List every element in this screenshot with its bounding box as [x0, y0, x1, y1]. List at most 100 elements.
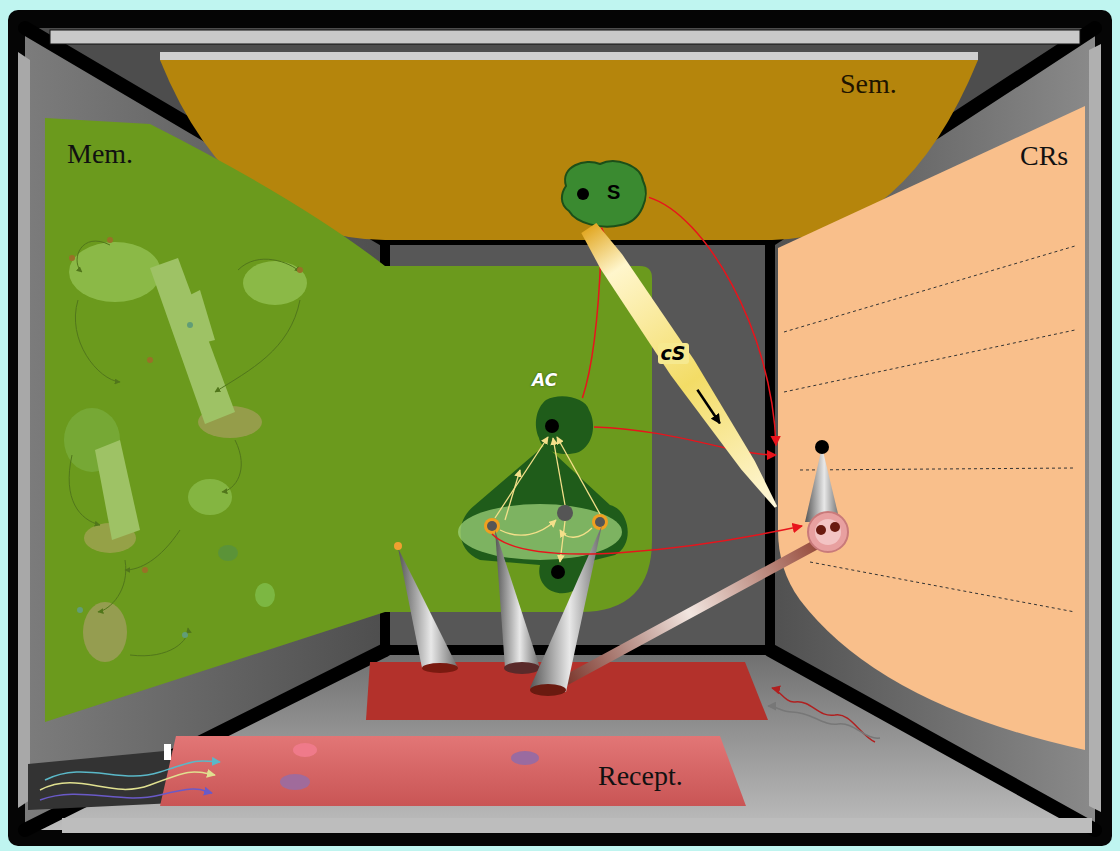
illustration-part [560, 521, 565, 562]
illustration-part [25, 650, 385, 830]
illustration-part [40, 772, 215, 790]
signal-beam [581, 223, 777, 508]
illustration-part [40, 789, 212, 800]
illustration-part [530, 525, 602, 692]
illustration-part [69, 255, 75, 261]
illustration-part [808, 512, 848, 552]
arrow-line [594, 427, 776, 455]
bottom-bar [62, 818, 1092, 833]
illustration-part [77, 607, 83, 613]
illustration-part [69, 237, 303, 638]
illustration-part [255, 583, 275, 607]
illustration-part [815, 440, 829, 454]
illustration-part [553, 438, 565, 505]
illustration-part [142, 567, 148, 573]
illustration-part [215, 300, 300, 392]
illustration-part [772, 688, 875, 742]
response-cone [805, 440, 848, 552]
illustration-part [83, 602, 127, 662]
illustration-part [160, 736, 746, 806]
illustration-part [164, 744, 171, 760]
illustration-part [770, 28, 1095, 240]
room-frame [8, 10, 1112, 846]
top-bar [50, 30, 1080, 44]
illustration-part [77, 241, 110, 272]
illustration-part [577, 188, 589, 200]
edge-label-box: cS [658, 343, 689, 365]
illustration-part [394, 542, 402, 550]
node-shape [43, 116, 657, 724]
illustration-part [75, 300, 120, 382]
illustration-part [45, 761, 220, 780]
illustration-part [98, 560, 126, 612]
illustration-part [595, 517, 605, 527]
receptor-cones [394, 525, 830, 696]
semantic-panel: Sem. S [160, 52, 978, 244]
illustration-part [770, 650, 1095, 830]
illustration-part [592, 514, 608, 530]
node-label: AC [532, 371, 557, 391]
left-strip [18, 52, 30, 808]
memory-panel: Mem. AC [43, 116, 657, 724]
illustration-part [45, 118, 652, 722]
illustration-part [293, 743, 317, 757]
illustration-part [130, 628, 188, 656]
illustration-part [768, 706, 880, 738]
illustration-part [500, 520, 556, 535]
node-shape [776, 104, 1088, 754]
red-arrow [594, 427, 776, 455]
receptor-panel: Recept. [158, 734, 748, 808]
input-waves [40, 744, 220, 800]
illustration-part [810, 562, 1075, 612]
panel-title: Sem. [840, 68, 897, 100]
s-node-blob: S [563, 160, 649, 228]
illustration-part [150, 258, 235, 424]
illustration-part [422, 663, 458, 673]
illustration-part [805, 447, 840, 522]
illustration-part [218, 545, 238, 561]
illustration-part [560, 528, 592, 537]
illustration-part [147, 357, 153, 363]
panel-title: Recept. [598, 760, 683, 792]
illustration-part [238, 259, 300, 272]
left-wall [25, 28, 385, 830]
edge-label: cS [658, 343, 689, 365]
illustration-part [182, 632, 188, 638]
illustration-part [180, 290, 215, 345]
illustration-part [557, 505, 573, 521]
illustration-part [557, 437, 600, 514]
illustration-part [815, 519, 841, 545]
beam-body [581, 223, 777, 508]
illustration-part [784, 330, 1075, 392]
illustration-part [187, 322, 193, 328]
illustration-part [487, 521, 497, 531]
node-shape [563, 160, 649, 228]
memory-traces [64, 237, 307, 662]
illustration-part [505, 470, 520, 520]
illustration-part [69, 242, 161, 302]
illustration-part [243, 261, 307, 305]
illustration-part [545, 419, 559, 433]
illustration-part [160, 60, 978, 240]
beam-arrow [697, 390, 719, 423]
panel-title: Mem. [67, 138, 133, 170]
illustration-part [484, 518, 500, 534]
illustration-part [504, 662, 540, 674]
illustration-part [562, 161, 646, 226]
ac-node-blob: AC [536, 398, 594, 456]
feedback-squiggles [768, 688, 880, 742]
input-channel [28, 744, 238, 810]
right-wall [770, 28, 1095, 830]
responses-panel: CRs [776, 104, 1088, 754]
node-shape [536, 398, 594, 456]
illustration-part [222, 440, 241, 492]
right-strip [1089, 44, 1101, 812]
illustration-part [816, 525, 826, 535]
illustration-part [188, 479, 232, 515]
illustration-part [495, 437, 548, 518]
room-edges [25, 28, 1095, 830]
illustration-part [778, 106, 1085, 750]
